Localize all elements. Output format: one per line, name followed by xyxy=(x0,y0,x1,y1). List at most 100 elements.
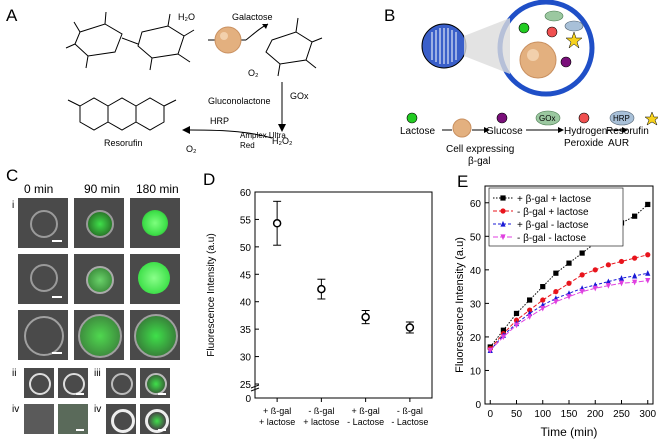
data-point xyxy=(645,277,651,284)
x-tick-label: - Lactose xyxy=(347,417,384,427)
row-label-i: i xyxy=(12,200,15,211)
micrograph-r3c2 xyxy=(130,310,180,360)
data-point xyxy=(317,284,326,294)
x-tick-label: + lactose xyxy=(303,417,339,427)
y-tick-label: 40 xyxy=(240,298,252,309)
data-point xyxy=(632,272,638,279)
data-point xyxy=(527,314,533,320)
h2o2-dot xyxy=(578,112,590,124)
data-point xyxy=(645,252,651,258)
x-tick-label: - Lactose xyxy=(391,417,428,427)
hydrogen-label-2: Peroxide xyxy=(564,138,604,149)
data-point xyxy=(566,280,572,286)
micrograph-iv-d xyxy=(140,404,170,434)
lactose-structure xyxy=(65,11,195,71)
gox-cloud xyxy=(535,110,561,126)
panel-e-letter: E xyxy=(457,172,469,191)
data-point xyxy=(553,289,559,295)
row-label-iii: iii xyxy=(94,368,101,379)
y-tick-label: 45 xyxy=(240,270,252,281)
legend-label: - β-gal + lactose xyxy=(517,207,589,218)
gox-label-a: GOx xyxy=(290,91,309,101)
resorufin-structure xyxy=(67,97,177,131)
y-axis-label: Fluorescence Intensity (a.u) xyxy=(206,233,217,356)
data-point xyxy=(527,307,533,313)
data-point xyxy=(632,255,638,261)
hrp-cloud xyxy=(609,110,635,126)
micrograph-iii-a xyxy=(106,368,136,398)
legend-marker xyxy=(500,208,506,214)
data-point xyxy=(618,280,625,287)
micrograph-iv-a xyxy=(24,404,54,434)
h2o2-label: H₂O₂ xyxy=(272,136,293,146)
micrograph-r1c0 xyxy=(18,198,68,248)
lactose-label-b: Lactose xyxy=(400,126,435,137)
data-point xyxy=(645,270,651,276)
y-tick-label: 60 xyxy=(240,188,252,199)
time-label-0: 0 min xyxy=(24,182,54,196)
y-tick-label: 35 xyxy=(240,325,252,336)
data-point xyxy=(405,323,415,332)
x-tick-label: + ß-gal xyxy=(351,406,379,416)
data-point xyxy=(513,322,520,329)
x-tick-label: 0 xyxy=(487,409,493,420)
data-point xyxy=(272,219,282,228)
hrp-label-a: HRP xyxy=(210,116,229,126)
cell-expressing-label-2: β-gal xyxy=(468,156,490,167)
data-point xyxy=(566,260,572,266)
y-tick-label: 25 xyxy=(240,380,252,391)
membrane-bilayer xyxy=(431,28,457,64)
micrograph-r2c2 xyxy=(130,254,180,304)
hrp-cloud-inside xyxy=(564,20,584,32)
y-tick-label: 0 xyxy=(475,400,481,411)
y-tick-label: 55 xyxy=(240,215,252,226)
cell-icon xyxy=(214,26,242,54)
aur-label: AUR xyxy=(608,138,629,149)
axis-break xyxy=(250,387,260,392)
lactose-dot-inside xyxy=(518,22,530,34)
y-tick-label: 30 xyxy=(470,299,482,310)
legend-label: - β-gal - lactose xyxy=(517,233,587,244)
data-point xyxy=(632,279,638,286)
x-tick-label: 300 xyxy=(639,409,656,420)
micrograph-r3c0 xyxy=(18,310,68,360)
glucose-dot-inside xyxy=(560,56,572,68)
cell-expressing-label-1: Cell expressing xyxy=(446,144,514,155)
x-tick-label: - ß-gal xyxy=(397,406,423,416)
cell-icon-b xyxy=(519,41,557,79)
micrograph-iv-b xyxy=(58,404,88,434)
hrp-label-b: HRP xyxy=(613,114,630,123)
data-point xyxy=(540,284,546,290)
micrograph-ii-b xyxy=(58,368,88,398)
lactose-dot xyxy=(406,112,418,124)
row-label-iv-a: iv xyxy=(12,404,20,415)
h2o2-dot-inside xyxy=(546,26,558,38)
micrograph-r2c1 xyxy=(74,254,124,304)
y-tick-label: 50 xyxy=(240,243,252,254)
data-point xyxy=(632,213,638,219)
data-point xyxy=(513,317,520,323)
resorufin-label-b: Resorufin xyxy=(606,126,649,137)
data-point xyxy=(566,294,572,300)
y-tick-label: 30 xyxy=(240,353,252,364)
cell-icon-small xyxy=(452,118,472,138)
time-label-180: 180 min xyxy=(136,182,179,196)
x-tick-label: + lactose xyxy=(259,417,295,427)
micrograph-iv-c xyxy=(106,404,136,434)
legend-marker xyxy=(500,234,506,241)
x-tick-label: - ß-gal xyxy=(308,406,334,416)
o2-bottom-label: O₂ xyxy=(186,144,197,154)
x-tick-label: 50 xyxy=(511,409,523,420)
panel-b-diagram: Lactose Glucose GOx Hydrogen Peroxide HR… xyxy=(400,0,658,167)
data-point xyxy=(592,267,598,273)
water-label: H₂O xyxy=(178,12,195,22)
y-tick-label: 0 xyxy=(245,394,251,405)
y-tick-label: 20 xyxy=(470,333,482,344)
resorufin-label-a: Resorufin xyxy=(104,138,143,148)
axis-break xyxy=(250,384,260,389)
data-point xyxy=(605,283,611,289)
amplex-label-2: Red xyxy=(240,141,255,150)
legend-marker xyxy=(500,195,506,201)
